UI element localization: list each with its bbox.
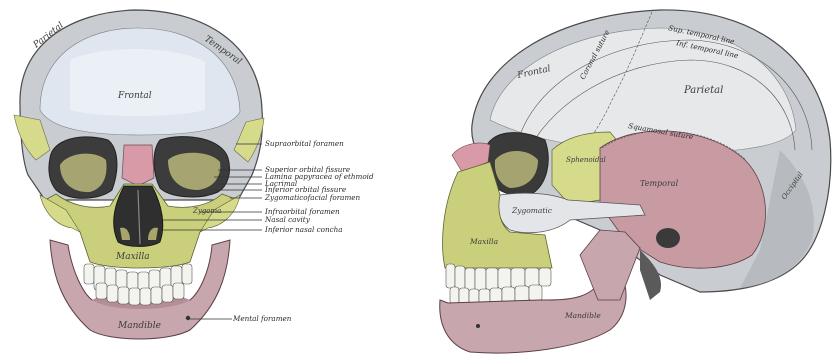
side-mandible-ramus xyxy=(580,230,640,300)
callout-zygomaticofacial-foramen: Zygomaticofacial foramen xyxy=(264,193,361,202)
side-label-temporal: Temporal xyxy=(640,179,679,188)
front-label-frontal: Frontal xyxy=(117,91,152,101)
callout-supraorbital-foramen: Supraorbital foramen xyxy=(265,139,344,148)
front-label-maxilla: Maxilla xyxy=(115,252,150,262)
callout-mental-foramen: Mental foramen xyxy=(232,314,292,323)
side-label-sphenoidal: Sphenoidal xyxy=(566,156,606,164)
side-label-parietal: Parietal xyxy=(683,85,723,96)
side-label-mandible: Mandible xyxy=(564,311,601,320)
side-ear-opening xyxy=(656,228,680,248)
front-skull: Frontal Parietal Temporal Zygoma Maxilla… xyxy=(14,10,374,339)
front-label-zygoma: Zygoma xyxy=(192,207,221,215)
callout-inferior-nasal-concha: Inferior nasal concha xyxy=(264,225,343,234)
front-nasal-bones xyxy=(122,145,154,186)
side-skull: Frontal Parietal Sphenoidal Temporal Zyg… xyxy=(440,10,831,353)
front-label-mandible: Mandible xyxy=(117,321,161,331)
callout-nasal-cavity: Nasal cavity xyxy=(264,215,311,224)
side-label-maxilla: Maxilla xyxy=(469,237,498,246)
side-label-zygomatic: Zygomatic xyxy=(511,206,553,215)
